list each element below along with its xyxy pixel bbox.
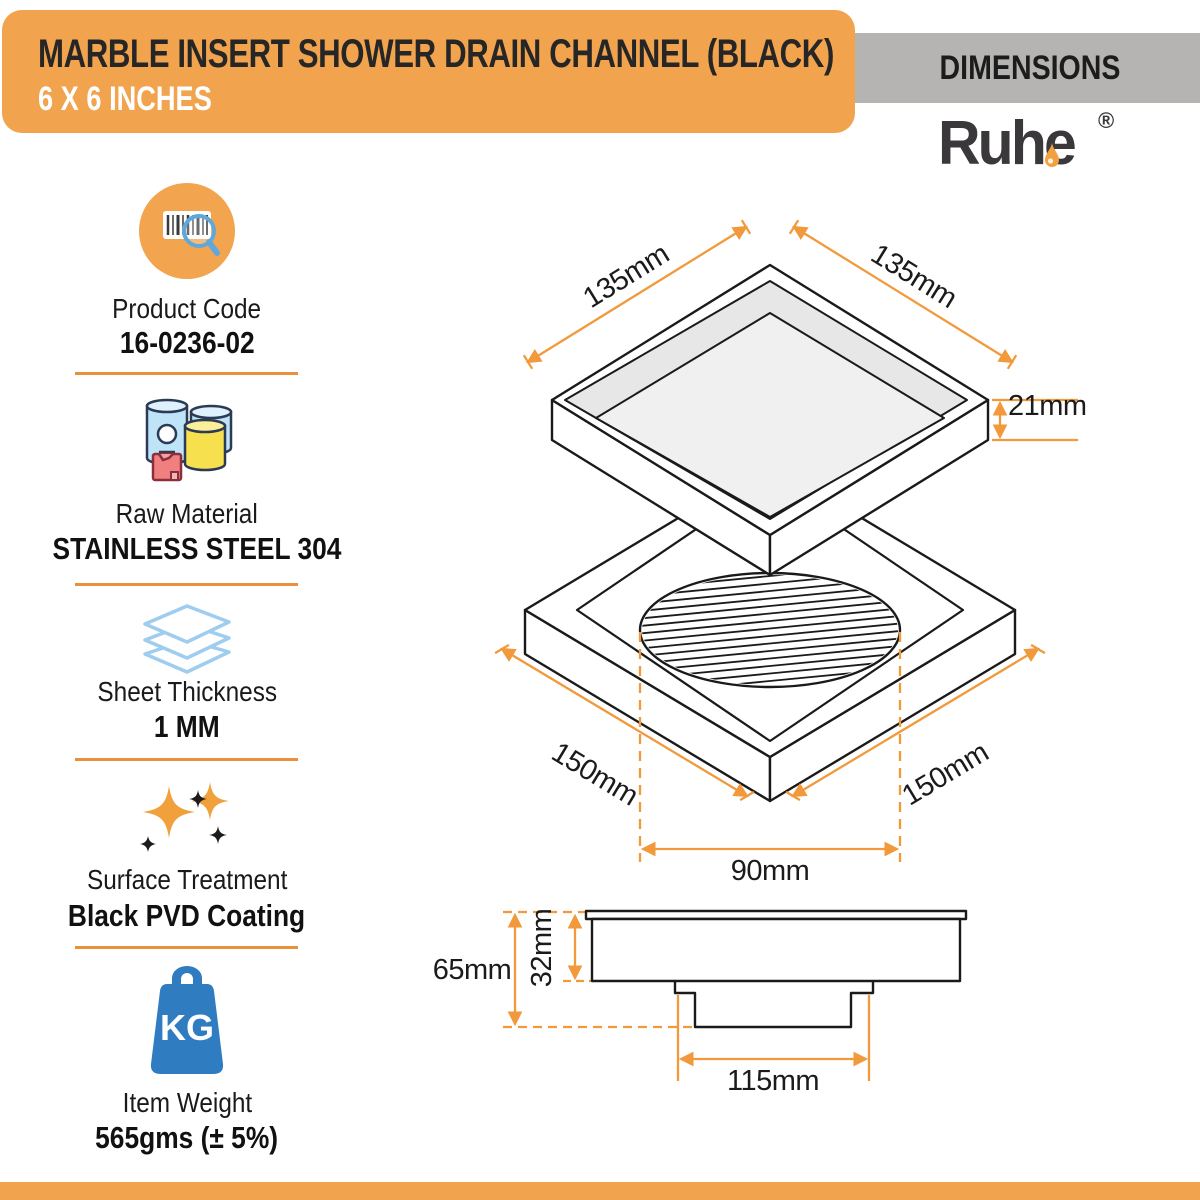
spec-surface-treatment-label: Surface Treatment [86, 864, 288, 895]
registered-trademark: ® [1098, 108, 1115, 133]
brand-logo: Ruhe ® [938, 108, 1128, 180]
spec-raw-material-label: Raw Material [115, 498, 259, 529]
dim-base-left: 150mm [546, 736, 643, 812]
spec-surface-treatment-value: Black PVD Coating [68, 898, 306, 933]
dim-insert-height: 21mm [1008, 390, 1087, 422]
sparkles-icon [140, 782, 229, 852]
dimensions-heading: DIMENSIONS [939, 48, 1121, 87]
title-banner: MARBLE INSERT SHOWER DRAIN CHANNEL (BLAC… [2, 10, 855, 133]
spec-product-code-label: Product Code [112, 293, 262, 324]
dim-insert-left: 135mm [578, 238, 675, 315]
dim-body-height: 32mm [526, 909, 558, 988]
water-drop-icon [1045, 143, 1059, 167]
dim-outlet-width: 115mm [727, 1065, 819, 1097]
side-profile-drawing [584, 909, 968, 1029]
dim-base-right: 150mm [897, 736, 994, 812]
spec-surface-treatment [27, 778, 347, 858]
divider [75, 758, 298, 761]
spec-item-weight-value: 565gms (± 5%) [95, 1120, 279, 1155]
divider [75, 583, 298, 586]
product-title: MARBLE INSERT SHOWER DRAIN CHANNEL (BLAC… [38, 32, 834, 76]
dim-total-height: 65mm [433, 954, 512, 986]
spec-sheet-thickness [27, 602, 347, 676]
spec-raw-material [27, 396, 347, 492]
dimensions-bar: DIMENSIONS [830, 33, 1200, 103]
divider [75, 946, 298, 949]
spec-product-code-value: 16-0236-02 [119, 325, 255, 360]
spec-raw-material-value: STAINLESS STEEL 304 [52, 531, 342, 566]
dimension-drawing: 135mm 135mm 21mm 150mm 150mm 90mm 65mm 3… [433, 219, 1087, 1097]
svg-text:KG: KG [160, 1007, 214, 1048]
dim-insert-right: 135mm [865, 238, 962, 315]
dim-drain-opening: 90mm [731, 855, 810, 887]
spec-item-weight: KG [27, 966, 347, 1082]
barcode-magnifier-icon [139, 183, 235, 279]
raw-material-cans-icon [145, 398, 233, 482]
spec-item-weight-label: Item Weight [122, 1087, 252, 1118]
dimension-lines [494, 219, 1078, 1081]
stacked-sheets-icon [143, 604, 231, 674]
divider [75, 372, 298, 375]
spec-sheet-thickness-label: Sheet Thickness [97, 676, 277, 707]
bottom-accent-bar [0, 1182, 1200, 1200]
product-size: 6 X 6 INCHES [38, 80, 212, 118]
insert-tray-drawing [550, 263, 990, 577]
spec-product-code [27, 181, 347, 281]
spec-sheet-thickness-value: 1 MM [154, 709, 220, 744]
kg-weight-icon: KG [150, 966, 224, 1074]
